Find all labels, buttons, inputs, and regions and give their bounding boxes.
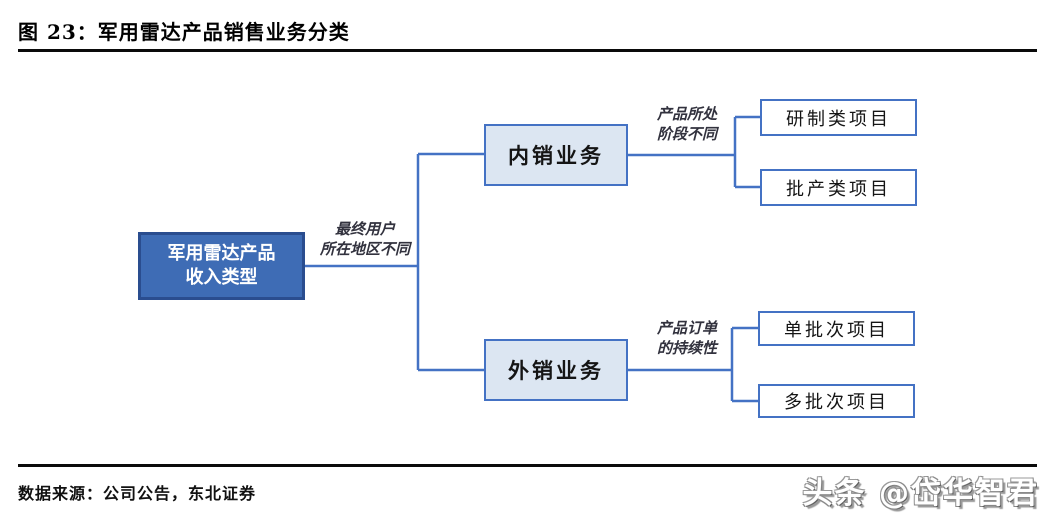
- node-multi-batch-projects-label: 多批次项目: [784, 392, 889, 413]
- footer-divider: [18, 464, 1037, 467]
- criterion-product-stage: 产品所处 阶段不同: [634, 104, 740, 145]
- node-development-projects: 研制类项目: [760, 99, 917, 136]
- criterion-product-stage-line1: 产品所处: [656, 105, 717, 123]
- node-domestic-sales: 内销业务: [484, 124, 628, 186]
- node-domestic-sales-label: 内销业务: [508, 143, 604, 168]
- node-export-sales: 外销业务: [484, 339, 628, 401]
- node-batch-production-projects: 批产类项目: [760, 169, 917, 206]
- node-revenue-type-line1: 军用雷达产品: [167, 242, 276, 264]
- criterion-end-user-region: 最终用户 所在地区不同: [308, 219, 422, 260]
- node-single-batch-projects: 单批次项目: [758, 311, 915, 346]
- node-revenue-type-line2: 收入类型: [185, 267, 258, 288]
- node-batch-production-projects-label: 批产类项目: [786, 178, 891, 200]
- criterion-order-continuity-line2: 的持续性: [656, 339, 717, 358]
- node-development-projects-label: 研制类项目: [786, 108, 891, 130]
- data-source-note: 数据来源：公司公告，东北证券: [18, 484, 257, 503]
- figure-title: 图 23：军用雷达产品销售业务分类: [18, 20, 350, 44]
- criterion-end-user-region-line2: 所在地区不同: [319, 240, 410, 259]
- node-revenue-type: 军用雷达产品 收入类型: [138, 232, 305, 300]
- node-export-sales-label: 外销业务: [508, 358, 604, 383]
- criterion-end-user-region-line1: 最终用户: [334, 220, 395, 238]
- node-single-batch-projects-label: 单批次项目: [784, 319, 889, 341]
- toutiao-watermark: 头条 @岱华智君: [802, 476, 1039, 511]
- criterion-order-continuity: 产品订单 的持续性: [634, 318, 740, 359]
- node-multi-batch-projects: 多批次项目: [758, 384, 915, 418]
- criterion-order-continuity-line1: 产品订单: [656, 319, 717, 337]
- title-divider: [18, 49, 1037, 52]
- criterion-product-stage-line2: 阶段不同: [656, 125, 717, 144]
